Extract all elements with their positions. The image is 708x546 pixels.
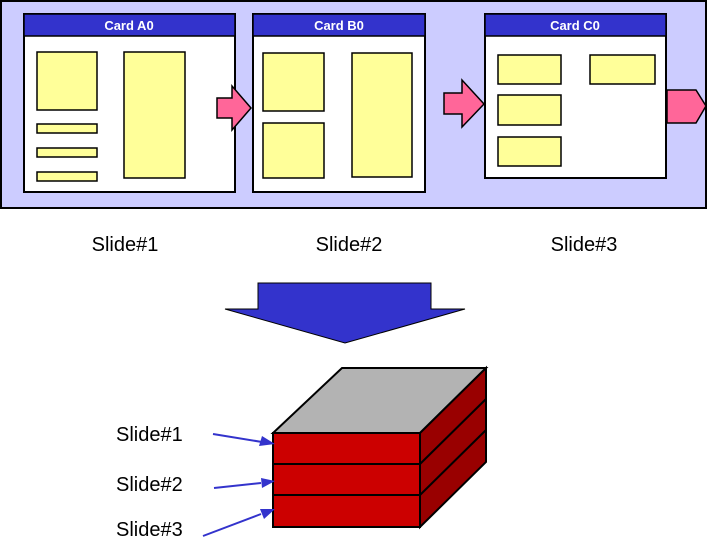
card-b0-caption: Slide#2: [316, 234, 383, 256]
stack-side-divider: [419, 429, 487, 496]
card-b0-image-placeholder: [262, 122, 325, 179]
stack-label-1: Slide#1: [116, 424, 183, 446]
pointer-arrow-3: [202, 509, 275, 537]
arrow-b-to-c: [443, 78, 486, 129]
card-c0: Card C0: [484, 13, 667, 179]
stack-label-3: Slide#3: [116, 519, 183, 541]
card-b0-header: [252, 13, 426, 37]
card-b0-text-column: [351, 52, 413, 178]
stack-layer-1: [272, 432, 421, 465]
stack-layer-3: [272, 494, 421, 528]
arrow-c-to-next: [666, 89, 707, 124]
card-c0-block: [497, 94, 562, 126]
card-b0-image-placeholder: [262, 52, 325, 112]
card-a0-title: Card A0: [104, 18, 153, 33]
card-a0-line: [36, 171, 98, 182]
card-c0-title: Card C0: [550, 18, 600, 33]
card-c0-block: [497, 54, 562, 85]
stack-side-divider: [419, 398, 487, 465]
card-c0-block: [497, 136, 562, 167]
card-b0: Card B0: [252, 13, 426, 193]
stack-label-2: Slide#2: [116, 474, 183, 496]
card-a0-line: [36, 123, 98, 134]
card-c0-block: [589, 54, 656, 85]
pointer-arrow-2: [213, 478, 275, 489]
card-c0-caption: Slide#3: [551, 234, 618, 256]
card-c0-header: [484, 13, 667, 37]
card-a0-header: [23, 13, 236, 37]
arrow-a-to-b: [216, 83, 252, 133]
stack-layer-2: [272, 463, 421, 496]
card-a0-text-column: [123, 51, 186, 179]
card-a0-line: [36, 147, 98, 158]
card-a0-image-placeholder: [36, 51, 98, 111]
slide-deck-stack: [270, 365, 489, 530]
card-b0-title: Card B0: [314, 18, 364, 33]
card-a0-caption: Slide#1: [92, 234, 159, 256]
card-a0: Card A0: [23, 13, 236, 193]
pointer-arrow-1: [212, 433, 275, 446]
big-down-arrow: [224, 282, 466, 344]
